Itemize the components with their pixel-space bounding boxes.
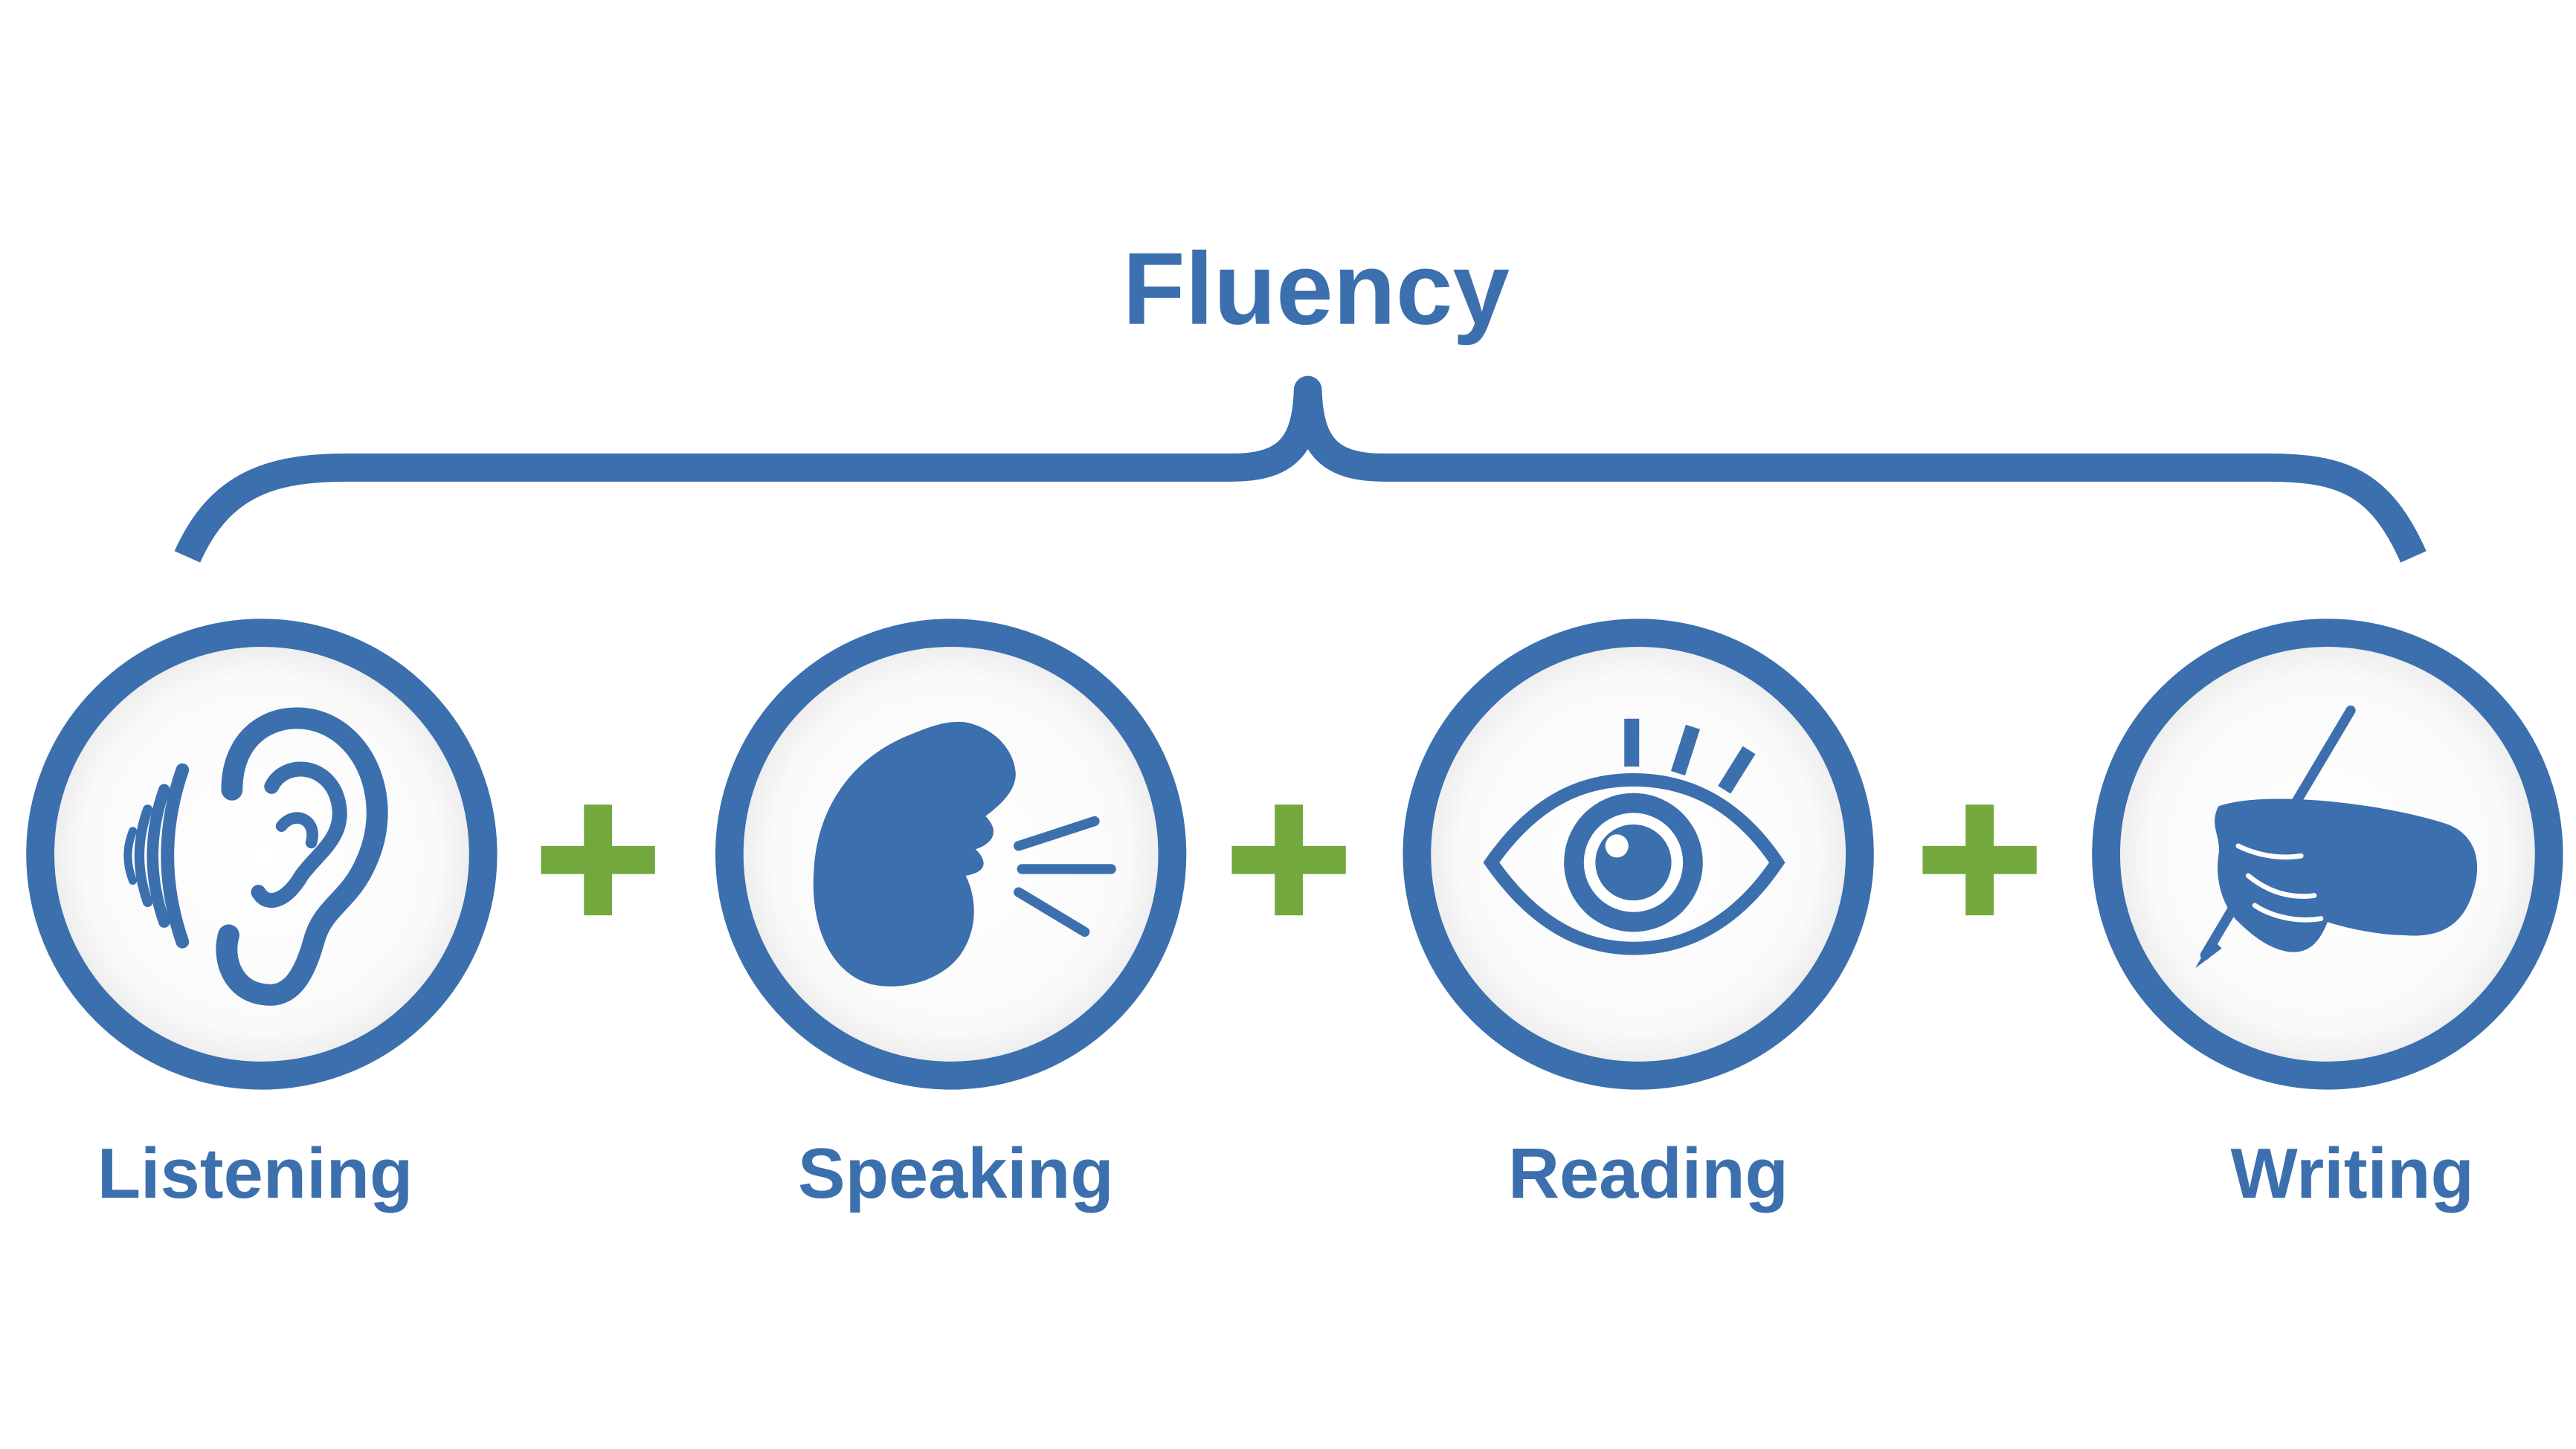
ear-icon <box>123 707 388 1006</box>
plus-sign <box>1922 804 2037 916</box>
speaking-label: Speaking <box>798 1134 1114 1213</box>
skill-reading: Reading <box>1403 619 1874 1213</box>
skill-listening: Listening <box>26 619 498 1213</box>
grouping-brace <box>174 375 2427 563</box>
skill-speaking: Speaking <box>715 619 1187 1213</box>
plus-sign <box>1231 804 1346 916</box>
writing-hand-icon <box>2195 705 2478 969</box>
writing-label: Writing <box>2231 1134 2474 1213</box>
skill-writing: Writing <box>2092 619 2563 1213</box>
eye-icon <box>1483 718 1786 955</box>
listening-circle <box>26 619 498 1090</box>
diagram-title: Fluency <box>1122 232 1510 346</box>
reading-label: Reading <box>1508 1134 1788 1213</box>
listening-label: Listening <box>97 1134 413 1213</box>
speaking-head-icon <box>813 721 1116 987</box>
plus-sign <box>541 804 655 916</box>
